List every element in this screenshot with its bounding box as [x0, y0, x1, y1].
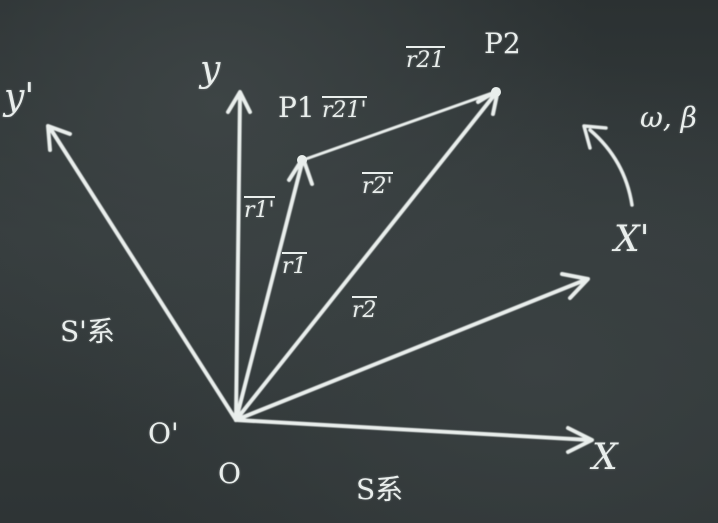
frame-s-label: S系 — [356, 473, 404, 506]
x-axis-label: X — [592, 437, 618, 478]
y-prime-axis-arrowhead-icon — [46, 124, 72, 152]
r2-label: r2 — [352, 296, 377, 323]
r1-prime-label: r1' — [244, 196, 275, 223]
r21-label: r21 — [406, 46, 445, 73]
point-p2-label: P2 — [484, 27, 521, 60]
r1-vector-line — [234, 161, 304, 422]
x-axis-line — [234, 418, 592, 442]
r2-prime-label: r2' — [362, 172, 393, 199]
origin-prime-label: O' — [148, 417, 179, 450]
y-axis-label: y — [200, 49, 221, 90]
r2-vector-line — [234, 91, 498, 422]
r21-vector-line — [301, 90, 497, 162]
x-prime-axis-line — [234, 278, 587, 422]
origin-label: O — [218, 457, 241, 490]
r21-prime-label: r21' — [322, 96, 367, 123]
y-axis-arrowhead-icon — [226, 90, 252, 114]
x-axis-arrowhead-icon — [566, 426, 594, 454]
r1-label: r1 — [282, 252, 307, 279]
y-prime-axis-label: y' — [4, 77, 35, 118]
x-prime-axis-label: X' — [614, 219, 650, 260]
point-p2-dot — [491, 87, 501, 97]
point-p1-label: P1 — [278, 91, 315, 124]
x-prime-axis-arrowhead-icon — [560, 272, 590, 300]
rotation-arc — [588, 128, 634, 207]
rotation-arrowhead-icon — [582, 124, 608, 150]
point-p1-dot — [297, 155, 307, 165]
y-prime-axis-line — [48, 126, 238, 422]
frame-s-prime-label: S'系 — [60, 315, 115, 348]
y-axis-line — [234, 93, 242, 422]
rotation-label: ω, β — [640, 101, 697, 134]
